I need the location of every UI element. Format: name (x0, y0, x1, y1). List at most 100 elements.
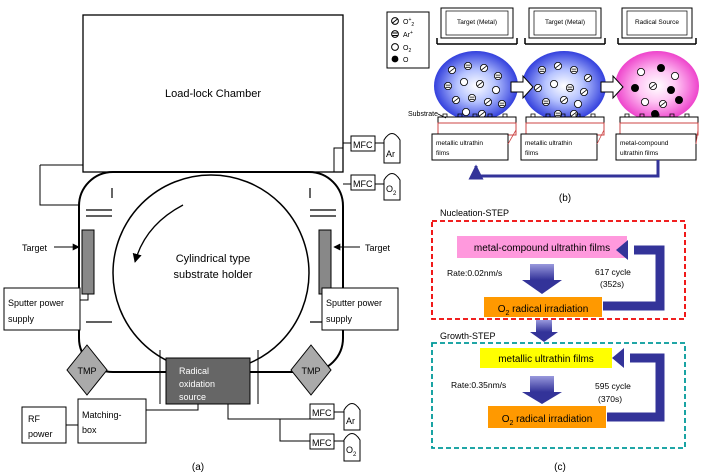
matching-box (77, 398, 147, 444)
film-label-3 (615, 133, 697, 161)
growth-irradiation-label: O2 radical irradiation (502, 414, 593, 427)
nucleation-loop-arrowhead (616, 240, 628, 260)
mfc-bottom-ar-label: MFC (312, 408, 332, 418)
process-arrow-2 (600, 74, 624, 100)
film-3-line2: ultrathin films (620, 150, 659, 157)
radical-line1: Radical (179, 366, 209, 376)
particle-marker (574, 100, 583, 109)
particle-marker (675, 96, 684, 105)
target-head-1: Target (Metal) (436, 7, 518, 45)
substrate-1 (437, 113, 517, 136)
ar-top-label: Ar (386, 149, 395, 159)
growth-film-label: metallic ultrathin films (498, 354, 594, 365)
growth-rate: Rate:0.35nm/s (451, 380, 506, 390)
growth-irradiation-box (488, 406, 606, 428)
growth-down-arrow-head (522, 392, 562, 404)
particle-hatch (539, 68, 545, 72)
nucleation-rate: Rate:0.02nm/s (447, 268, 502, 278)
growth-film-box (480, 348, 612, 368)
target-head-2-label: Target (Metal) (545, 19, 585, 26)
matching-line2: box (82, 425, 97, 435)
radical-source-head-label: Radical Source (635, 19, 679, 26)
mfc-bottom-o2 (309, 433, 335, 450)
growth-step-frame (431, 342, 686, 449)
substrate-2 (525, 113, 605, 136)
nucleation-down-arrow-head (522, 280, 562, 294)
growth-cycle-line1: 595 cycle (595, 381, 631, 391)
rf-line1: RF (28, 414, 40, 424)
sputter-left-line1: Sputter power (8, 298, 64, 308)
loop-back-arrow (468, 160, 660, 180)
legend-arplus-marker (391, 30, 399, 38)
particle-marker (443, 82, 452, 91)
particle-marker (631, 84, 640, 93)
sputter-power-left (3, 287, 81, 331)
substrate-label: Substrate (408, 111, 438, 118)
film-2-line2: films (525, 150, 539, 157)
particle-marker (467, 94, 476, 103)
nucleation-film-label: metal-compound ultrathin films (474, 243, 610, 254)
tmp-left (66, 344, 108, 396)
process-arrow-1 (510, 74, 534, 100)
nucleation-cycle-line1: 617 cycle (595, 267, 631, 277)
bottom-gas-lines (227, 404, 344, 442)
legend-o2-label: O2 (403, 45, 411, 54)
legend-arplus-label: Ar+ (403, 30, 413, 39)
mfc-bottom-o2-label: MFC (312, 438, 332, 448)
target-head-2: Target (Metal) (524, 7, 606, 45)
tmp-left-label: TMP (78, 366, 97, 376)
growth-step-title: Growth-STEP (440, 331, 496, 341)
target-left-label: Target (22, 243, 48, 253)
load-lock-chamber (82, 14, 344, 173)
particle-hatch (453, 97, 459, 103)
plasma-particles (443, 62, 684, 119)
step-connector-body (536, 320, 552, 332)
particle-marker (657, 64, 666, 73)
target-left (81, 229, 95, 295)
particle-hatch (561, 97, 567, 103)
target-right-label: Target (365, 243, 391, 253)
growth-loop-arrow (607, 353, 665, 422)
particle-hatch (543, 100, 549, 104)
ar-cylinder-top (383, 133, 401, 164)
particle-marker (637, 68, 646, 77)
particle-hatch (469, 96, 475, 100)
film-label-2 (520, 133, 598, 161)
particle-marker (542, 98, 551, 107)
particle-hatch (567, 86, 573, 90)
nucleation-irradiation-label: O2 radical irradiation (498, 304, 589, 317)
panel-c: Nucleation-STEP metal-compound ultrathin… (431, 208, 686, 473)
film-1-line1: metallic ultrathin (436, 140, 483, 147)
particle-hatch (465, 64, 471, 68)
caption-c: (c) (554, 462, 566, 473)
film-2-line1: metallic ultrathin (525, 140, 572, 147)
legend-o-label: O (403, 57, 409, 64)
panel-b: O+2 Ar+ O2 O Target (Metal) Target (Meta… (386, 7, 699, 204)
particle-hatch (571, 111, 577, 117)
mfc-bottom-ar (309, 403, 335, 420)
particle-marker (641, 98, 650, 107)
particle-hatch (555, 63, 561, 69)
film-1-line2: films (436, 150, 450, 157)
particle-hatch (555, 112, 561, 116)
mfc-top-ar (350, 135, 376, 152)
ar-bottom-label: Ar (346, 416, 355, 426)
o2-top-label: O2 (386, 184, 397, 197)
particle-hatch (581, 89, 587, 95)
particle-hatch (660, 101, 666, 107)
tmp-right-label: TMP (302, 366, 321, 376)
o2-cylinder-top (383, 173, 401, 201)
growth-cycle-line2: (370s) (598, 394, 622, 404)
matching-line1: Matching- (82, 410, 122, 420)
plasma-3 (615, 51, 699, 121)
rf-line2: power (28, 429, 53, 439)
particle-hatch (485, 99, 491, 105)
radical-line3: source (179, 392, 206, 402)
target-right (318, 229, 332, 295)
particle-hatch (535, 85, 541, 91)
mfc-top-ar-label: MFC (353, 140, 373, 150)
legend-o2-marker (391, 43, 399, 51)
holder-label-line1: Cylindrical type (176, 253, 251, 265)
nucleation-irradiation-box (484, 297, 602, 317)
